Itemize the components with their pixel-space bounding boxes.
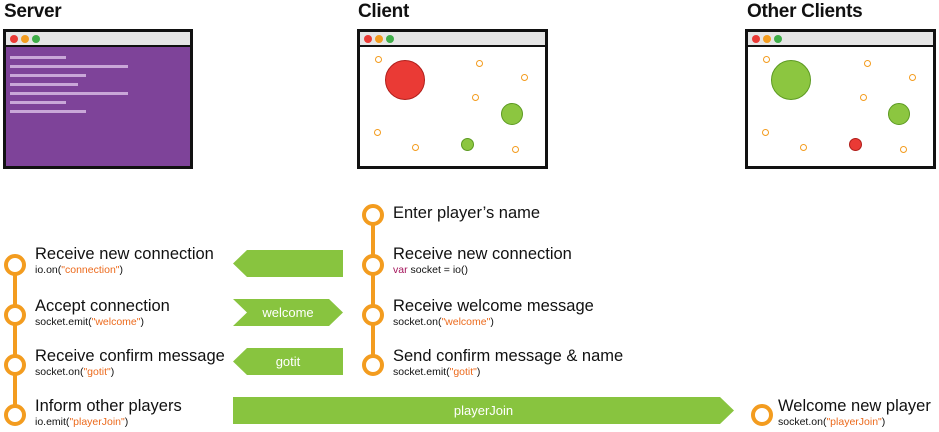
client-step-3: Receive welcome message socket.on("welco… — [393, 297, 594, 329]
server-node-1 — [4, 254, 26, 276]
step-code: socket.on("gotit") — [35, 366, 115, 378]
welcome-arrow: welcome — [233, 299, 343, 326]
step-code: io.on("connection") — [35, 264, 124, 276]
food-pellet — [860, 94, 867, 101]
code-line — [10, 74, 86, 77]
playerjoin-arrow: playerJoin — [233, 397, 734, 424]
enemy-blob — [461, 138, 474, 151]
server-step-2: Accept connection socket.emit("welcome") — [35, 297, 170, 329]
server-step-4: Inform other players io.emit("playerJoin… — [35, 397, 182, 429]
maximize-dot-icon — [774, 35, 782, 43]
step-code: socket.emit("welcome") — [35, 316, 144, 328]
client-step-1: Enter player’s name — [393, 204, 540, 223]
server-node-4 — [4, 404, 26, 426]
code-line — [10, 65, 128, 68]
client-title: Client — [358, 1, 409, 22]
connect-arrow — [233, 250, 343, 277]
step-code: socket.emit("gotit") — [393, 366, 481, 378]
minimize-dot-icon — [763, 35, 771, 43]
server-console — [6, 47, 190, 166]
other-clients-game-area — [748, 47, 933, 166]
other-clients-title: Other Clients — [747, 1, 863, 22]
step-title: Enter player’s name — [393, 204, 541, 222]
close-dot-icon — [10, 35, 18, 43]
maximize-dot-icon — [32, 35, 40, 43]
close-dot-icon — [752, 35, 760, 43]
enemy-blob — [501, 103, 523, 125]
food-pellet — [909, 74, 916, 81]
client-node-1 — [362, 204, 384, 226]
step-title: Receive new connection — [35, 245, 214, 263]
code-line — [10, 101, 66, 104]
player-blob — [771, 60, 811, 100]
maximize-dot-icon — [386, 35, 394, 43]
step-title: Send confirm message & name — [393, 347, 624, 365]
window-titlebar — [6, 32, 190, 47]
step-code: var socket = io() — [393, 264, 468, 276]
food-pellet — [800, 144, 807, 151]
client-timeline — [371, 213, 375, 363]
close-dot-icon — [364, 35, 372, 43]
client-node-2 — [362, 254, 384, 276]
minimize-dot-icon — [21, 35, 29, 43]
other-step-1: Welcome new player socket.on("playerJoin… — [778, 397, 931, 429]
step-title: Receive confirm message — [35, 347, 225, 365]
client-node-4 — [362, 354, 384, 376]
step-title: Welcome new player — [778, 397, 931, 415]
food-pellet — [476, 60, 483, 67]
code-line — [10, 83, 78, 86]
gotit-arrow: gotit — [233, 348, 343, 375]
food-pellet — [374, 129, 381, 136]
minimize-dot-icon — [375, 35, 383, 43]
step-code: socket.on("welcome") — [393, 316, 494, 328]
other-clients-window — [745, 29, 936, 169]
step-code: socket.on("playerJoin") — [778, 416, 886, 428]
client-game-area — [360, 47, 545, 166]
food-pellet — [521, 74, 528, 81]
client-window — [357, 29, 548, 169]
server-title: Server — [4, 1, 62, 22]
food-pellet — [375, 56, 382, 63]
step-title: Receive new connection — [393, 245, 572, 263]
client-step-4: Send confirm message & name socket.emit(… — [393, 347, 623, 379]
enemy-blob — [888, 103, 910, 125]
food-pellet — [472, 94, 479, 101]
food-pellet — [412, 144, 419, 151]
food-pellet — [762, 129, 769, 136]
client-node-3 — [362, 304, 384, 326]
step-title: Accept connection — [35, 297, 170, 315]
code-line — [10, 110, 86, 113]
food-pellet — [900, 146, 907, 153]
code-line — [10, 92, 128, 95]
other-node-1 — [751, 404, 773, 426]
server-window — [3, 29, 193, 169]
window-titlebar — [748, 32, 933, 47]
server-step-3: Receive confirm message socket.on("gotit… — [35, 347, 225, 379]
step-code: io.emit("playerJoin") — [35, 416, 129, 428]
window-titlebar — [360, 32, 545, 47]
player-blob — [385, 60, 425, 100]
code-line — [10, 56, 66, 59]
server-node-3 — [4, 354, 26, 376]
step-title: Receive welcome message — [393, 297, 594, 315]
food-pellet — [763, 56, 770, 63]
server-timeline — [13, 263, 17, 413]
server-step-1: Receive new connection io.on("connection… — [35, 245, 214, 277]
client-step-2: Receive new connection var socket = io() — [393, 245, 572, 277]
food-pellet — [864, 60, 871, 67]
server-node-2 — [4, 304, 26, 326]
new-player-blob — [849, 138, 862, 151]
food-pellet — [512, 146, 519, 153]
step-title: Inform other players — [35, 397, 182, 415]
